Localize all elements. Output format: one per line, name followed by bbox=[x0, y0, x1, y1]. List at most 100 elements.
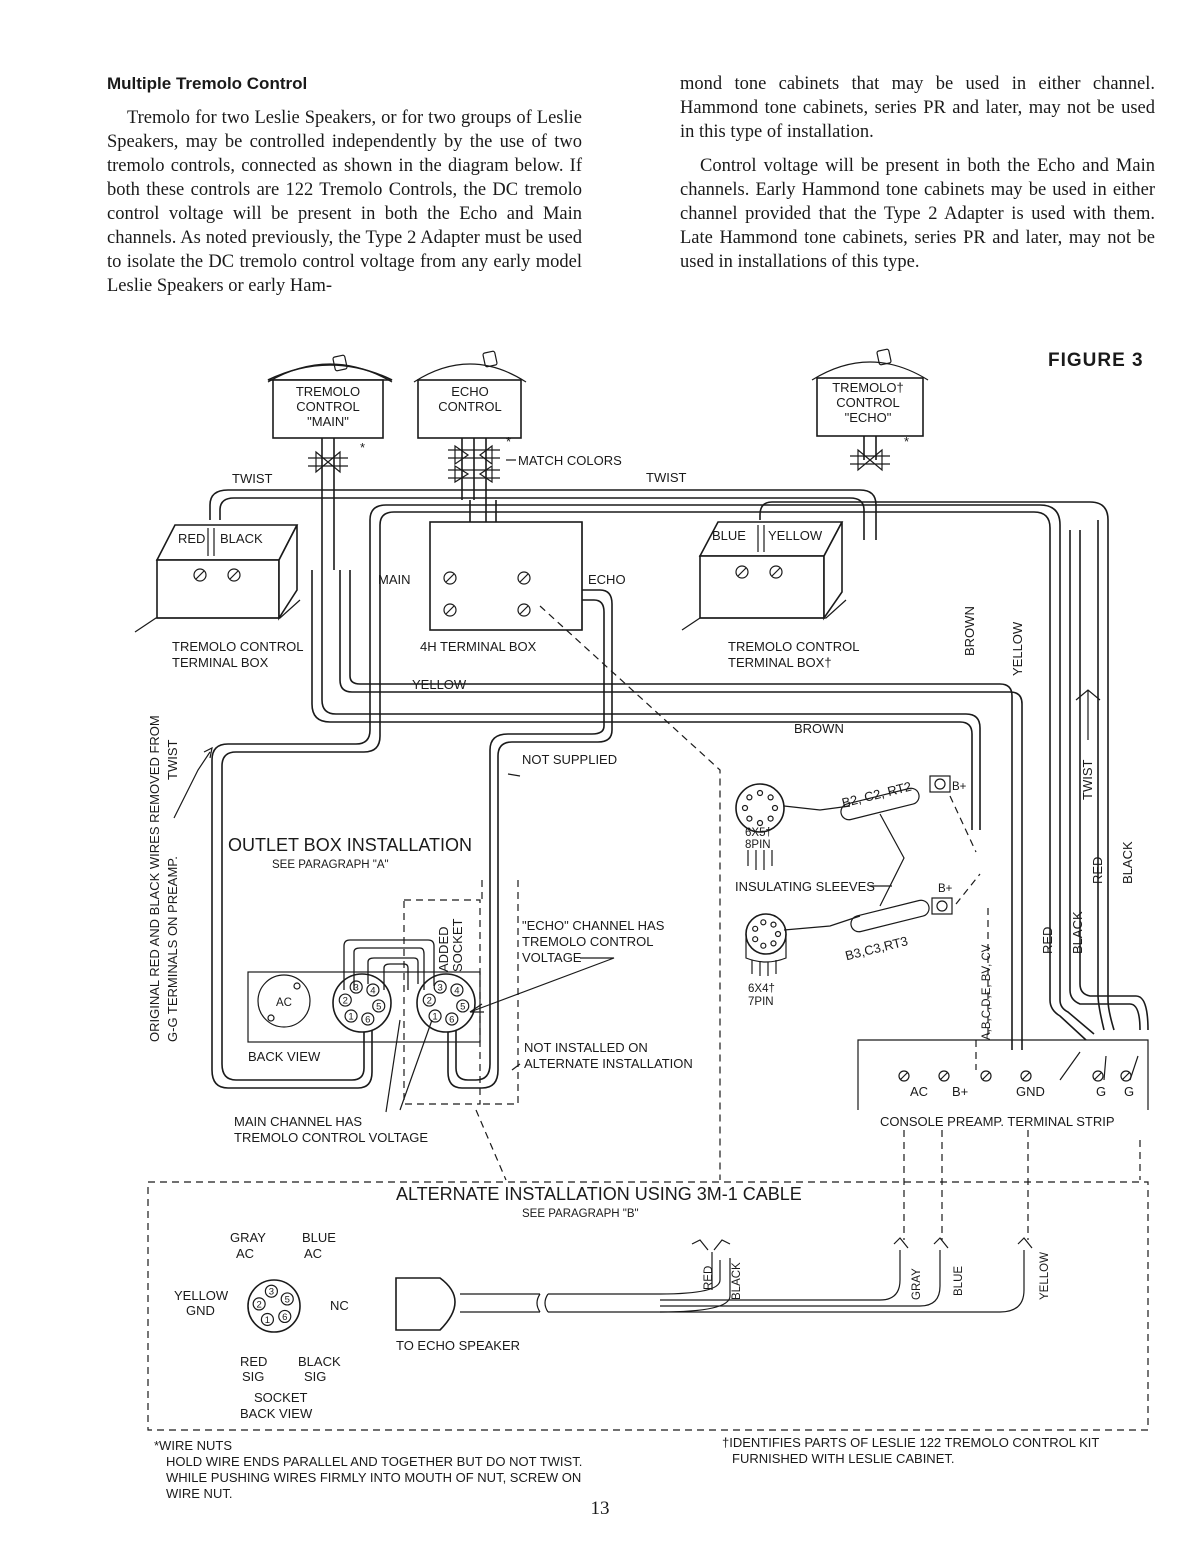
echo-control: ECHO CONTROL * MATCH COLORS bbox=[413, 350, 622, 500]
added-socket-line1: ADDED bbox=[436, 926, 451, 972]
socket-pin bbox=[450, 983, 464, 997]
gray-ac-line1: GRAY bbox=[230, 1230, 266, 1245]
alternate-installation: ALTERNATE INSTALLATION USING 3M-1 CABLE … bbox=[147, 1181, 1149, 1431]
socket-pin bbox=[422, 993, 436, 1007]
tube-pin bbox=[770, 940, 777, 947]
terminal-box-right-line2: TERMINAL BOX† bbox=[728, 655, 832, 670]
socket-pin bbox=[433, 980, 447, 994]
nc-label: NC bbox=[330, 1298, 349, 1313]
echo-label: ECHO bbox=[588, 572, 626, 587]
not-installed-line2: ALTERNATE INSTALLATION bbox=[524, 1056, 693, 1071]
tube-pin bbox=[760, 942, 767, 949]
terminal-screw bbox=[898, 1070, 910, 1082]
yellow-cable-label: YELLOW bbox=[1039, 1252, 1051, 1300]
twist-label-center: TWIST bbox=[646, 470, 686, 485]
tube-6x4: 6X4† 7PIN B3,C3,RT3 B+ bbox=[745, 883, 953, 1008]
terminal-screw bbox=[1020, 1070, 1032, 1082]
tube1-label-line2: 8PIN bbox=[745, 839, 771, 851]
figure-label: FIGURE 3 bbox=[1048, 350, 1144, 371]
section-heading: Multiple Tremolo Control bbox=[107, 74, 308, 93]
socket-pin-number: 2 bbox=[256, 1299, 261, 1310]
page-number: 13 bbox=[590, 1498, 610, 1519]
echo-channel-note-line3: VOLTAGE bbox=[522, 950, 582, 965]
not-installed-line1: NOT INSTALLED ON bbox=[524, 1040, 648, 1055]
red-sig-line1: RED bbox=[240, 1354, 267, 1369]
terminal-box-4h-label: 4H TERMINAL BOX bbox=[420, 639, 537, 654]
tube2-label-line2: 7PIN bbox=[748, 996, 774, 1008]
terminal-box-left-line2: TERMINAL BOX bbox=[172, 655, 269, 670]
right-text-column: mond tone cabinets that may be used in e… bbox=[680, 72, 1155, 284]
intro-paragraph: Tremolo for two Leslie Speakers, or for … bbox=[107, 108, 582, 296]
tremolo-control-main: TREMOLO CONTROL "MAIN" * bbox=[267, 354, 393, 474]
socket-view-line1: SOCKET bbox=[254, 1390, 308, 1405]
socket-pin-number: 3 bbox=[438, 983, 443, 994]
outlet-box-title: OUTLET BOX INSTALLATION bbox=[228, 835, 472, 855]
socket-pin bbox=[344, 1009, 358, 1023]
socket-pin-number: 1 bbox=[348, 1012, 353, 1023]
tube-pin bbox=[756, 819, 764, 827]
socket-pin-number: 6 bbox=[282, 1312, 287, 1323]
tremolo-terminal-box-right: BLUE YELLOW TREMOLO CONTROL TERMINAL BOX… bbox=[681, 521, 859, 670]
not-supplied-label: NOT SUPPLIED bbox=[522, 752, 617, 767]
main-channel-note-line1: MAIN CHANNEL HAS bbox=[234, 1114, 362, 1129]
tube-pin bbox=[767, 815, 774, 822]
main-control-line1: TREMOLO bbox=[296, 384, 360, 399]
tremolo-terminal-box-left: RED BLACK TREMOLO CONTROL TERMINAL BOX bbox=[134, 524, 303, 670]
side-note-line2: G-G TERMINALS ON PREAMP. bbox=[165, 856, 180, 1042]
gray-cable-label: GRAY bbox=[911, 1268, 923, 1300]
yellow-gnd-line1: YELLOW bbox=[174, 1288, 229, 1303]
tube1-parts-label: B2, C2, RT2 bbox=[840, 779, 913, 811]
echo-channel-note-line1: "ECHO" CHANNEL HAS bbox=[522, 918, 665, 933]
red-label-left: RED bbox=[178, 531, 205, 546]
tube-pin bbox=[746, 794, 753, 801]
alt-subtitle: SEE PARAGRAPH "B" bbox=[522, 1208, 639, 1220]
socket-pin-number: 6 bbox=[365, 1014, 370, 1025]
socket-pin-number: 4 bbox=[370, 985, 375, 996]
outlet-box-wiring: NOT SUPPLIED bbox=[211, 560, 617, 1089]
main-channel-note-line2: TREMOLO CONTROL VOLTAGE bbox=[234, 1130, 428, 1145]
yellow-vertical-label: YELLOW bbox=[1010, 621, 1025, 676]
echo-kit-line1: TREMOLO† bbox=[832, 380, 904, 395]
socket-pin bbox=[349, 980, 363, 994]
socket-pin bbox=[428, 1009, 442, 1023]
red-vertical-label-2: RED bbox=[1040, 927, 1055, 954]
red-sig-line2: SIG bbox=[242, 1369, 264, 1384]
terminal-screw-slot bbox=[900, 1072, 908, 1080]
socket-view-line2: BACK VIEW bbox=[240, 1406, 313, 1421]
socket-pin-number: 5 bbox=[285, 1294, 290, 1305]
socket-pin-number: 4 bbox=[454, 985, 459, 996]
yellow-gnd-line2: GND bbox=[186, 1303, 215, 1318]
tube-pin bbox=[774, 930, 782, 938]
echo-control-line2: CONTROL bbox=[438, 399, 502, 414]
black-label-left: BLACK bbox=[220, 531, 263, 546]
terminal-box-right-line1: TREMOLO CONTROL bbox=[728, 639, 859, 654]
tube-pin bbox=[746, 815, 753, 822]
preamp-terminal-label: G bbox=[1096, 1084, 1106, 1099]
tube-6x5: 6X5† 8PIN B2, C2, RT2 B+ bbox=[735, 775, 967, 870]
tube-pin bbox=[752, 936, 759, 943]
control-voltage-paragraph: Control voltage will be present in both … bbox=[680, 156, 1155, 272]
socket-pin bbox=[260, 1312, 275, 1327]
terminal-screw-slot bbox=[940, 1072, 948, 1080]
socket-pin-number: 1 bbox=[265, 1315, 270, 1326]
insulating-sleeves-label: INSULATING SLEEVES bbox=[735, 879, 875, 894]
tube-pin bbox=[760, 919, 767, 926]
match-colors-label: MATCH COLORS bbox=[518, 453, 622, 468]
black-vertical-label: BLACK bbox=[1120, 841, 1135, 884]
asterisk-echo-kit: * bbox=[904, 434, 909, 449]
preamp-strip-label: CONSOLE PREAMP. TERMINAL STRIP bbox=[880, 1114, 1115, 1129]
wire-nuts-line1: *WIRE NUTS bbox=[154, 1438, 232, 1453]
socket-pin-number: 5 bbox=[460, 1001, 465, 1012]
socket-pin bbox=[361, 1012, 375, 1026]
black-cable-label: BLACK bbox=[731, 1262, 743, 1300]
kit-note-line1: †IDENTIFIES PARTS OF LESLIE 122 TREMOLO … bbox=[722, 1435, 1099, 1450]
socket-pin-number: 6 bbox=[449, 1014, 454, 1025]
terminal-screw bbox=[938, 1070, 950, 1082]
tube-pin bbox=[771, 804, 779, 812]
wire-nuts-line3: WHILE PUSHING WIRES FIRMLY INTO MOUTH OF… bbox=[166, 1470, 581, 1485]
blue-cable-label: BLUE bbox=[953, 1266, 965, 1296]
